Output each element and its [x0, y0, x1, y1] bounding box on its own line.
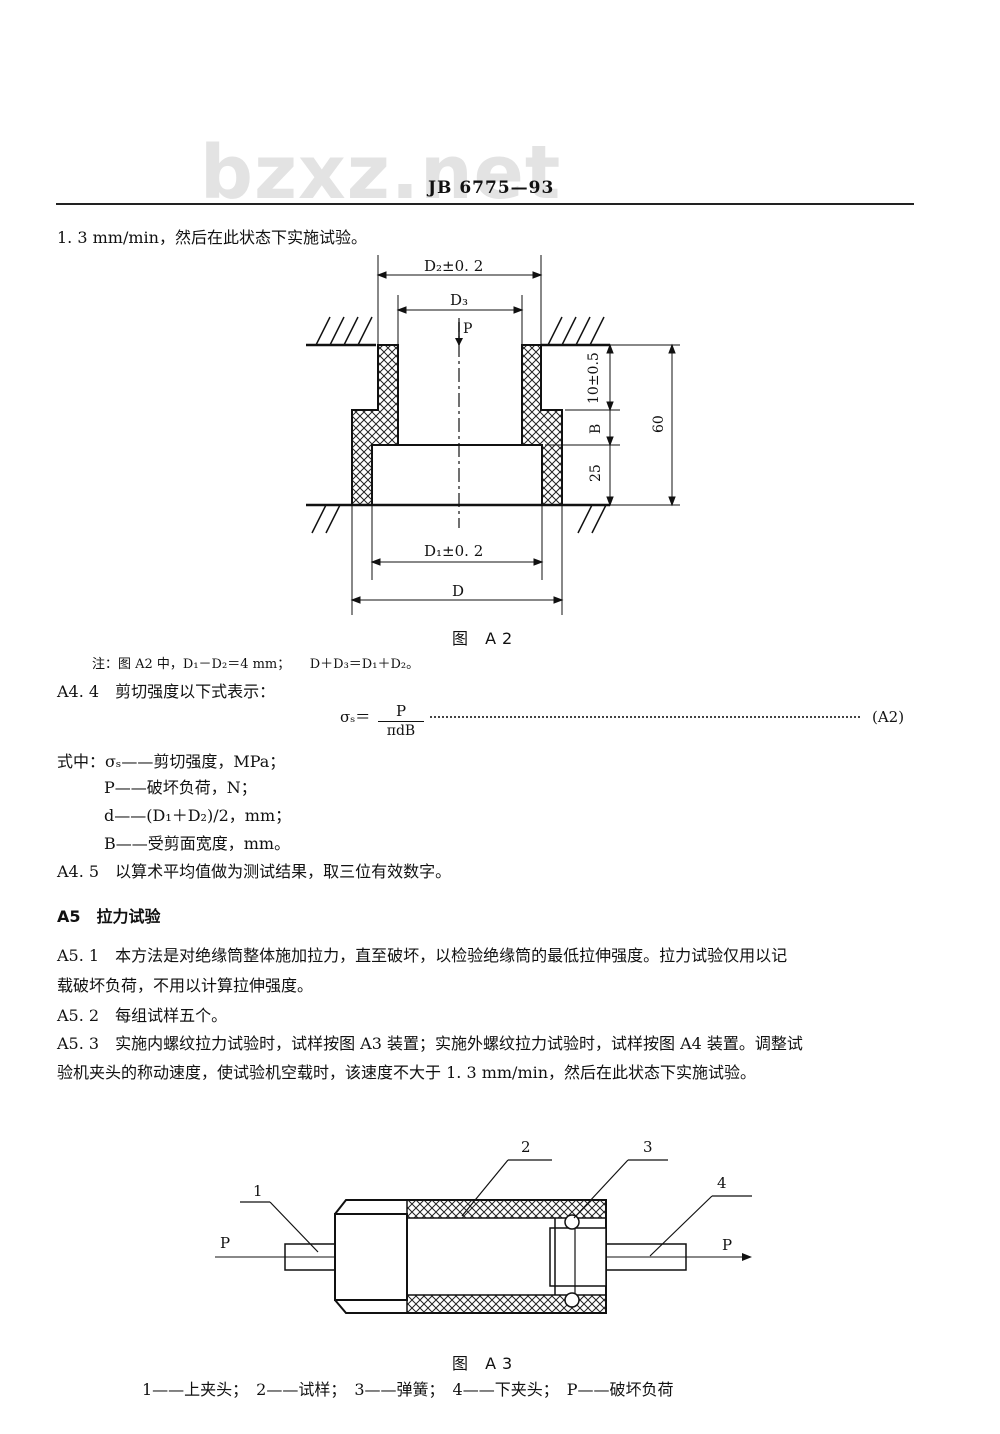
where-b: B——受剪面宽度，mm。	[104, 834, 291, 853]
formula-denominator: πdB	[386, 723, 416, 739]
dim-d2	[376, 255, 543, 345]
formula-leader-dots	[430, 716, 860, 718]
label-10: 10±0.5	[586, 352, 602, 404]
watermark: bzxz.net	[200, 130, 562, 216]
where-d: d——(D₁＋D₂)/2，mm；	[104, 806, 292, 825]
clause-a5-3-line2: 验机夹头的称动速度，使试验机空载时，该速度不大于 1. 3 mm/min，然后在…	[57, 1063, 757, 1082]
a3-label-4: 4	[717, 1174, 727, 1192]
formula-number: (A2)	[872, 708, 905, 726]
label-d1: D₁±0. 2	[424, 542, 483, 560]
dim-verticals	[545, 343, 680, 507]
label-25: 25	[588, 464, 604, 482]
label-60: 60	[651, 415, 667, 433]
dim-d1	[370, 505, 544, 580]
figure-a2-note: 注：图 A2 中，D₁－D₂＝4 mm； D＋D₃＝D₁＋D₂。	[92, 657, 420, 672]
continued-paragraph: 1. 3 mm/min，然后在此状态下实施试验。	[57, 228, 367, 247]
where-p: P——破坏负荷，N；	[104, 778, 257, 797]
clause-a4-5: A4. 5 以算术平均值做为测试结果，取三位有效数字。	[57, 862, 452, 881]
clause-a5-3-line1: A5. 3 实施内螺纹拉力试验时，试样按图 A3 装置；实施外螺纹拉力试验时，试…	[57, 1034, 803, 1053]
label-d3: D₃	[450, 291, 468, 309]
clause-a4-4: A4. 4 剪切强度以下式表示：	[57, 682, 276, 701]
clause-a5-2: A5. 2 每组试样五个。	[57, 1006, 228, 1025]
figure-a2-caption: 图 A2	[452, 629, 519, 648]
formula-lhs: σₛ＝	[340, 708, 371, 726]
a3-label-3: 3	[643, 1138, 653, 1156]
figure-a3-drawing	[215, 1159, 752, 1314]
formula-numerator: P	[378, 702, 424, 722]
a3-label-1: 1	[253, 1182, 263, 1200]
clause-a5-1-line1: A5. 1 本方法是对绝缘筒整体施加拉力，直至破坏，以检验绝缘筒的最低拉伸强度。…	[57, 946, 788, 965]
label-b: B	[588, 424, 604, 434]
clause-a5-1-line2: 载破坏负荷，不用以计算拉伸强度。	[57, 976, 314, 995]
specimen-walls	[351, 344, 563, 506]
dim-d3	[396, 295, 524, 345]
a3-label-2: 2	[521, 1138, 531, 1156]
label-d: D	[452, 582, 464, 600]
section-a5-title: A5 拉力试验	[57, 907, 161, 926]
dim-d	[350, 505, 564, 615]
figure-a3-caption: 图 A3	[452, 1354, 519, 1373]
a3-label-p-right: P	[722, 1236, 732, 1254]
load-arrow-icon	[455, 322, 463, 346]
figure-a3-legend: 1——上夹头； 2——试样； 3——弹簧； 4——下夹头； P——破坏负荷	[142, 1380, 674, 1399]
label-d2: D₂±0. 2	[424, 257, 483, 275]
header-rule	[56, 203, 914, 205]
label-p: P	[463, 321, 472, 337]
formula-fraction: P πdB	[378, 702, 424, 739]
where-sigma: 式中：σₛ——剪切强度，MPa；	[57, 752, 286, 771]
standard-code: JB 6775—93	[428, 178, 555, 198]
a3-label-p-left: P	[220, 1234, 230, 1252]
